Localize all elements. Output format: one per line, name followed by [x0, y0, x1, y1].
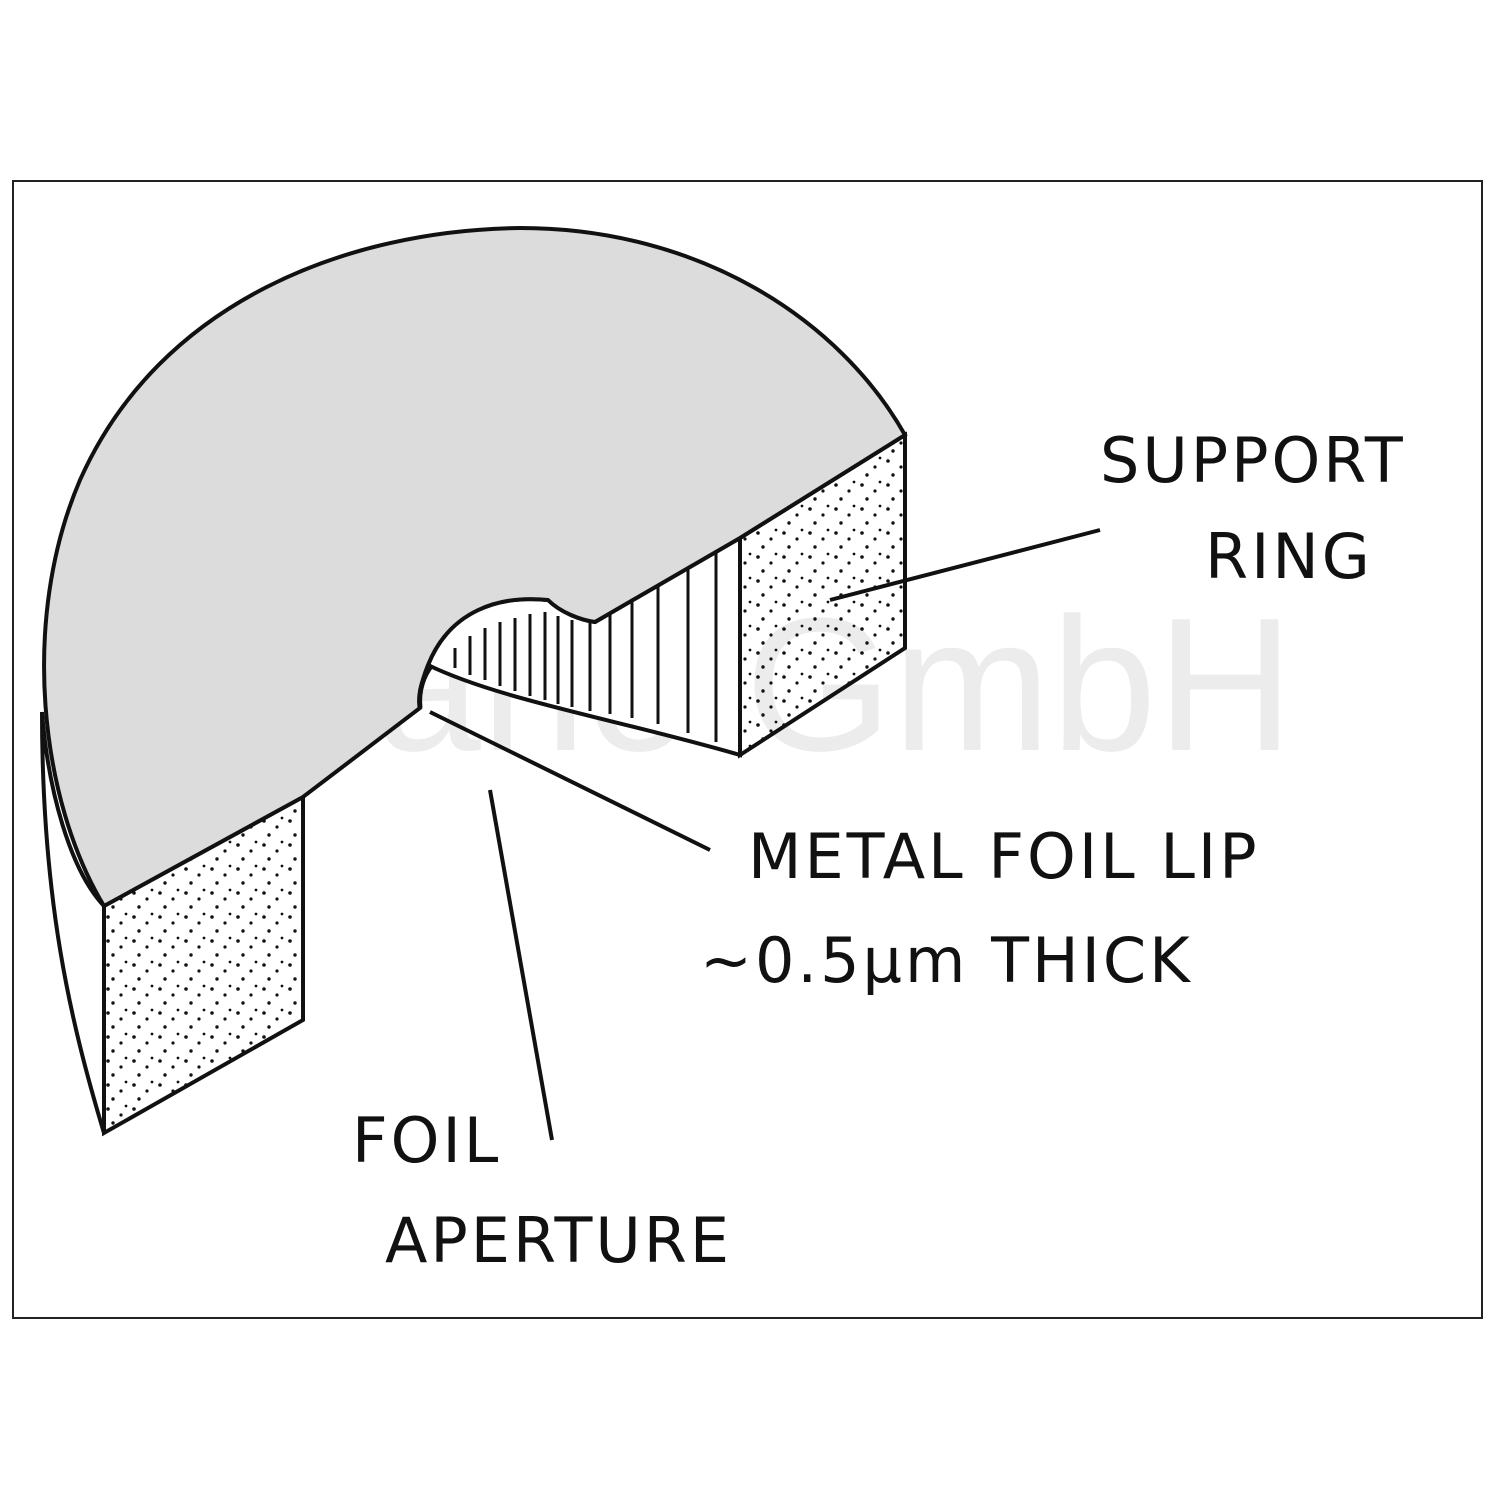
support-ring-top-face	[42, 225, 908, 909]
metal-foil-lip-leader	[429, 710, 711, 852]
outer-side-wall	[40, 711, 106, 1134]
label-metal-foil-lip: METAL FOIL LIP	[748, 820, 1260, 893]
metal-foil-lip-edge	[417, 663, 434, 709]
label-foil: FOIL	[352, 1104, 501, 1177]
bore-hatching	[453, 552, 718, 742]
support-ring-leader	[829, 528, 1101, 602]
label-aperture: APERTURE	[385, 1204, 732, 1277]
foil-aperture-leader	[488, 789, 554, 1141]
label-thickness: ~0.5μm THICK	[700, 924, 1193, 997]
label-support: SUPPORT	[1100, 424, 1406, 497]
label-ring: RING	[1205, 520, 1373, 593]
